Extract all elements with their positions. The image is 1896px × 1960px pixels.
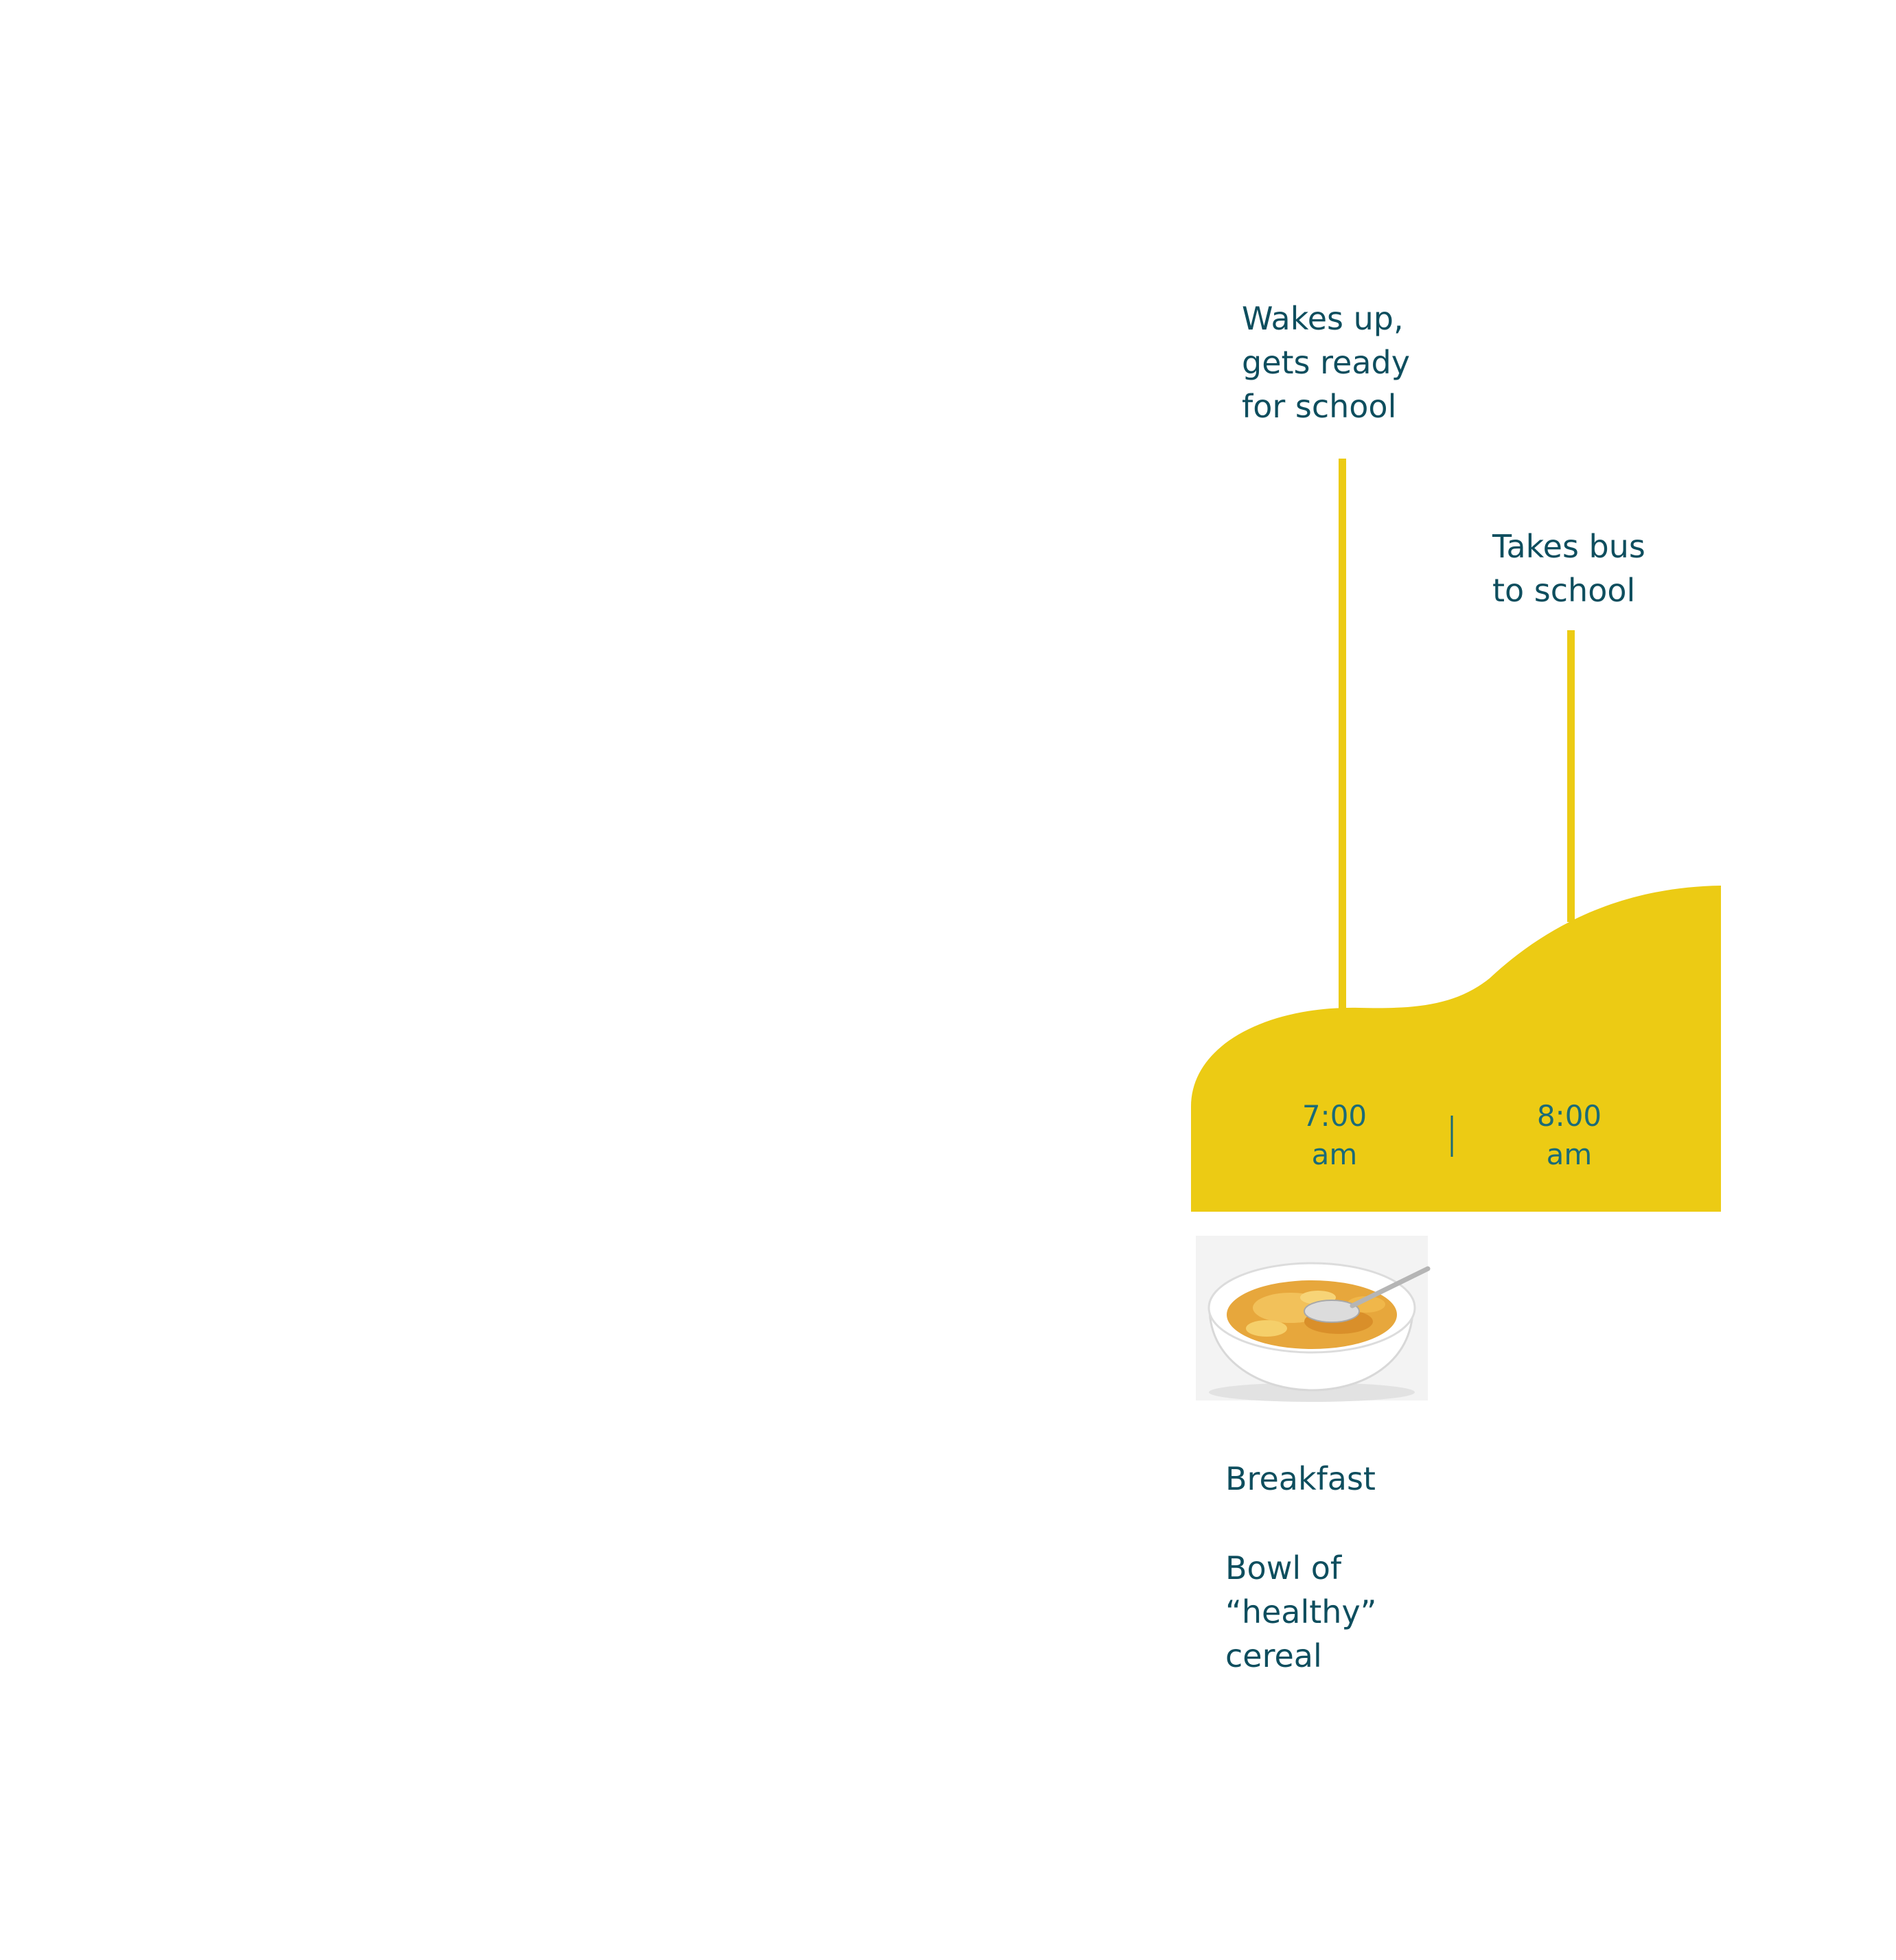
- time-label-line: am: [1546, 1138, 1593, 1171]
- time-label-7am: 7:00 am: [1266, 1097, 1403, 1174]
- event-marker-line-bus: [1567, 630, 1575, 922]
- time-label-line: 8:00: [1536, 1099, 1602, 1133]
- time-label-line: am: [1311, 1138, 1358, 1171]
- event-label-line: to school: [1492, 572, 1636, 609]
- time-label-8am: 8:00 am: [1501, 1097, 1638, 1174]
- event-label-line: for school: [1242, 388, 1397, 425]
- meal-description-line: cereal: [1225, 1637, 1322, 1674]
- event-marker-line-wake: [1339, 459, 1346, 1009]
- event-label-bus: Takes bus to school: [1492, 524, 1645, 612]
- meal-description-line: Bowl of: [1225, 1549, 1342, 1587]
- activity-hill: [1191, 886, 1721, 1212]
- time-label-line: 7:00: [1302, 1099, 1367, 1133]
- event-label-line: gets ready: [1242, 344, 1410, 381]
- meal-description-line: “healthy”: [1225, 1593, 1377, 1630]
- event-label-wake: Wakes up, gets ready for school: [1242, 297, 1410, 428]
- meal-description: Bowl of “healthy” cereal: [1225, 1546, 1377, 1678]
- event-label-line: Takes bus: [1492, 528, 1645, 565]
- event-label-line: Wakes up,: [1242, 300, 1404, 337]
- meal-title: Breakfast: [1225, 1460, 1376, 1497]
- cereal-bowl-image: [1196, 1236, 1431, 1402]
